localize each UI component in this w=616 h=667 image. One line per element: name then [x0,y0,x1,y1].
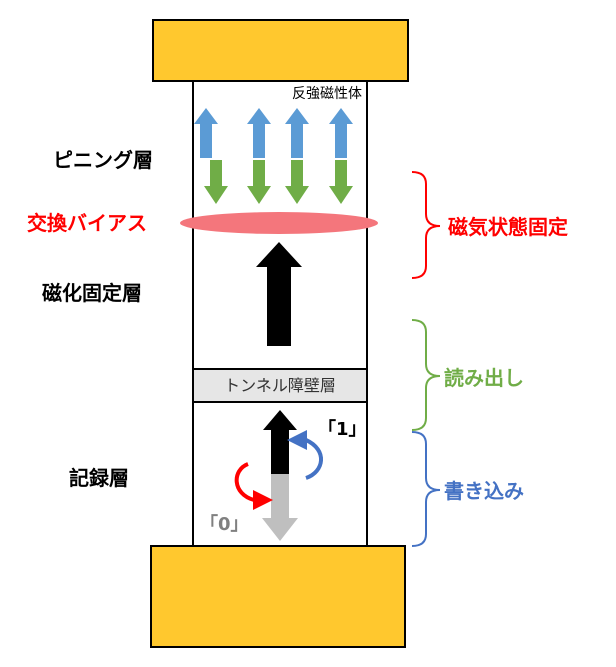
write-curl-red-icon [234,462,273,510]
magnetic-state-label: 磁気状態固定 [448,215,568,239]
down-arrow-1 [204,160,228,204]
down-arrow-2 [247,160,271,204]
recording-layer-label: 記録層 [69,466,129,490]
read-bracket [411,319,441,431]
antiferromagnet-label: 反強磁性体 [292,86,362,102]
write-bracket [411,431,441,547]
top-electrode [152,19,409,82]
pinning-down-arrows [204,160,353,204]
state-one-label: 「1」 [318,418,367,440]
up-arrow-4 [329,108,353,158]
exchange-bias-label: 交換バイアス [27,211,147,235]
write-label: 書き込み [444,479,524,503]
tunnel-barrier-layer [192,368,368,403]
fixed-layer-arrow [256,242,302,346]
read-label: 読み出し [444,366,524,390]
exchange-bias-ellipse [180,212,378,234]
bottom-electrode [150,545,406,648]
down-arrow-4 [329,160,353,204]
up-arrow-1 [194,108,218,158]
down-arrow-3 [285,160,309,204]
up-arrow-3 [285,108,309,158]
tunnel-barrier-label: トンネル障壁層 [224,376,336,395]
state-zero-label: 「0」 [200,513,249,535]
up-arrow-2 [247,108,271,158]
write-curl-blue-icon [287,430,323,480]
magnetic-state-bracket [411,171,441,279]
state-one-arrow [263,410,297,474]
pinning-layer-label: ピニング層 [53,148,153,172]
pinning-up-arrows [194,108,353,158]
fixed-layer-label: 磁化固定層 [42,281,142,305]
